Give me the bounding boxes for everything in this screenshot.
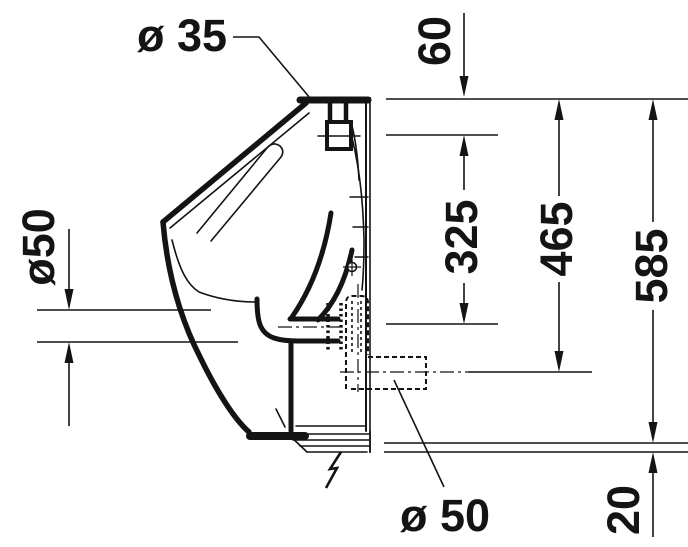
leader-lines bbox=[233, 36, 445, 488]
dim-label-inlet-diameter: ø 35 bbox=[137, 10, 227, 61]
inlet-spigot bbox=[317, 100, 361, 181]
dimension-lines bbox=[64, 13, 658, 537]
extension-lines bbox=[37, 98, 688, 343]
dim-label-waste-pipe-diameter: ø 50 bbox=[400, 490, 490, 541]
dim-label-bowl-outlet-diameter: ø50 bbox=[13, 208, 64, 286]
dim-label-outlet-height: 465 bbox=[531, 201, 582, 276]
flash-icon bbox=[324, 451, 343, 489]
urinal-body-outline bbox=[160, 96, 372, 440]
dim-label-overall-height: 585 bbox=[626, 228, 677, 303]
bottom-mounting-plate bbox=[287, 430, 371, 453]
fixing-point-crosshair-icon bbox=[343, 258, 361, 276]
dim-label-top-to-inlet: 60 bbox=[409, 16, 460, 66]
dim-label-floor-offset: 20 bbox=[598, 485, 649, 535]
hidden-drain-elbow bbox=[326, 295, 427, 390]
floor-lines bbox=[384, 442, 688, 453]
dim-label-inlet-to-outlet: 325 bbox=[436, 199, 487, 274]
centerlines bbox=[278, 284, 592, 392]
